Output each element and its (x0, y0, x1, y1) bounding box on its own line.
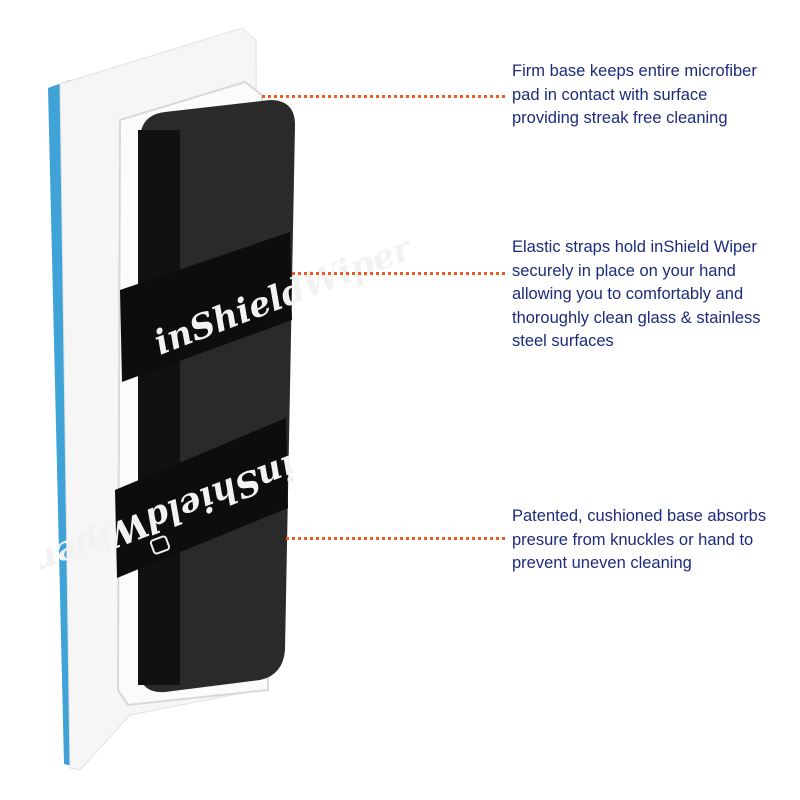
leader-line-2 (292, 272, 505, 275)
leader-line-1 (262, 95, 505, 98)
leader-line-3 (286, 537, 505, 540)
callout-firm-base: Firm base keeps entire microfiber pad in… (512, 60, 797, 131)
callout-line: Firm base keeps entire microfiber (512, 62, 757, 80)
callout-line: providing streak free cleaning (512, 109, 728, 127)
callout-cushioned-base: Patented, cushioned base absorbs presure… (512, 505, 797, 576)
callout-line: steel surfaces (512, 332, 614, 350)
callout-line: Elastic straps hold inShield Wiper (512, 238, 757, 256)
callout-line: thoroughly clean glass & stainless (512, 308, 761, 327)
callout-line: allowing you to comfortably and (512, 285, 744, 303)
callout-line: securely in place on your hand (512, 261, 736, 280)
callout-line: presure from knuckles or hand to (512, 530, 754, 549)
velcro-strip (138, 130, 180, 685)
strap-badge-icon (149, 535, 171, 555)
callout-line: Patented, cushioned base absorbs (512, 507, 767, 525)
callout-line: pad in contact with surface (512, 85, 708, 104)
callout-elastic-straps: Elastic straps hold inShield Wiper secur… (512, 236, 797, 354)
elastic-strap-top (120, 232, 292, 382)
callout-line: prevent uneven cleaning (512, 554, 692, 572)
